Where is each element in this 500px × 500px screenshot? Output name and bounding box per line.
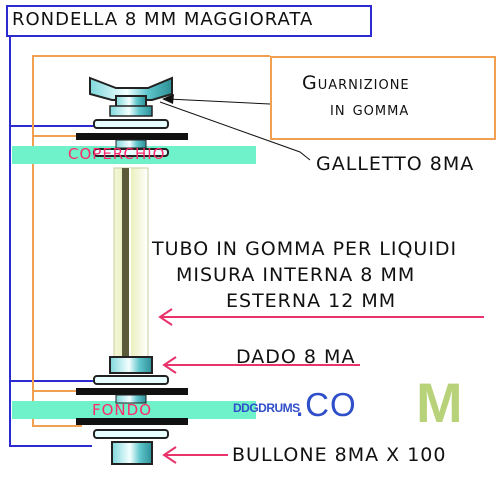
bullone-label: BULLONE 8MA X 100 [232,444,447,466]
galletto-leader [159,101,311,161]
guarnizione-box [270,56,496,140]
bottom-washers [76,375,188,439]
rubber-tube [113,167,149,361]
logo-mid-text: .CO [295,386,357,423]
rondella-leader-lines [9,37,100,447]
fondo-label: FONDO [92,401,153,419]
tubo-arrow [158,308,484,326]
rondella-box [6,5,372,37]
tubo-label-line2: MISURA INTERNA 8 MM [176,264,416,286]
bullone-arrow [162,446,228,464]
fondo-band [12,401,256,419]
guarnizione-label-line2: in gomma [330,98,410,120]
guarnizione-label-line1: Guarnizione [302,72,410,94]
galletto-label: GALLETTO 8MA [316,153,475,175]
dado-label: DADO 8 MA [236,346,356,368]
logo-small-text: DDGDRUMS [233,401,300,415]
dado-arrow [162,356,360,374]
rondella-label: RONDELLA 8 MM MAGGIORATA [12,9,314,30]
tubo-label-line1: TUBO IN GOMMA PER LIQUIDI [152,238,458,260]
guarnizione-arrow [162,94,271,105]
bottom-nut [109,356,153,374]
wing-nut [89,76,173,109]
bolt-head [111,441,153,465]
coperchio-label: COPERCHIO [68,145,166,163]
guarnizione-leader-lines [32,55,270,427]
tubo-label-line3: ESTERNA 12 MM [226,290,397,312]
logo-big-letter: M [416,371,463,434]
top-washers [76,105,188,157]
